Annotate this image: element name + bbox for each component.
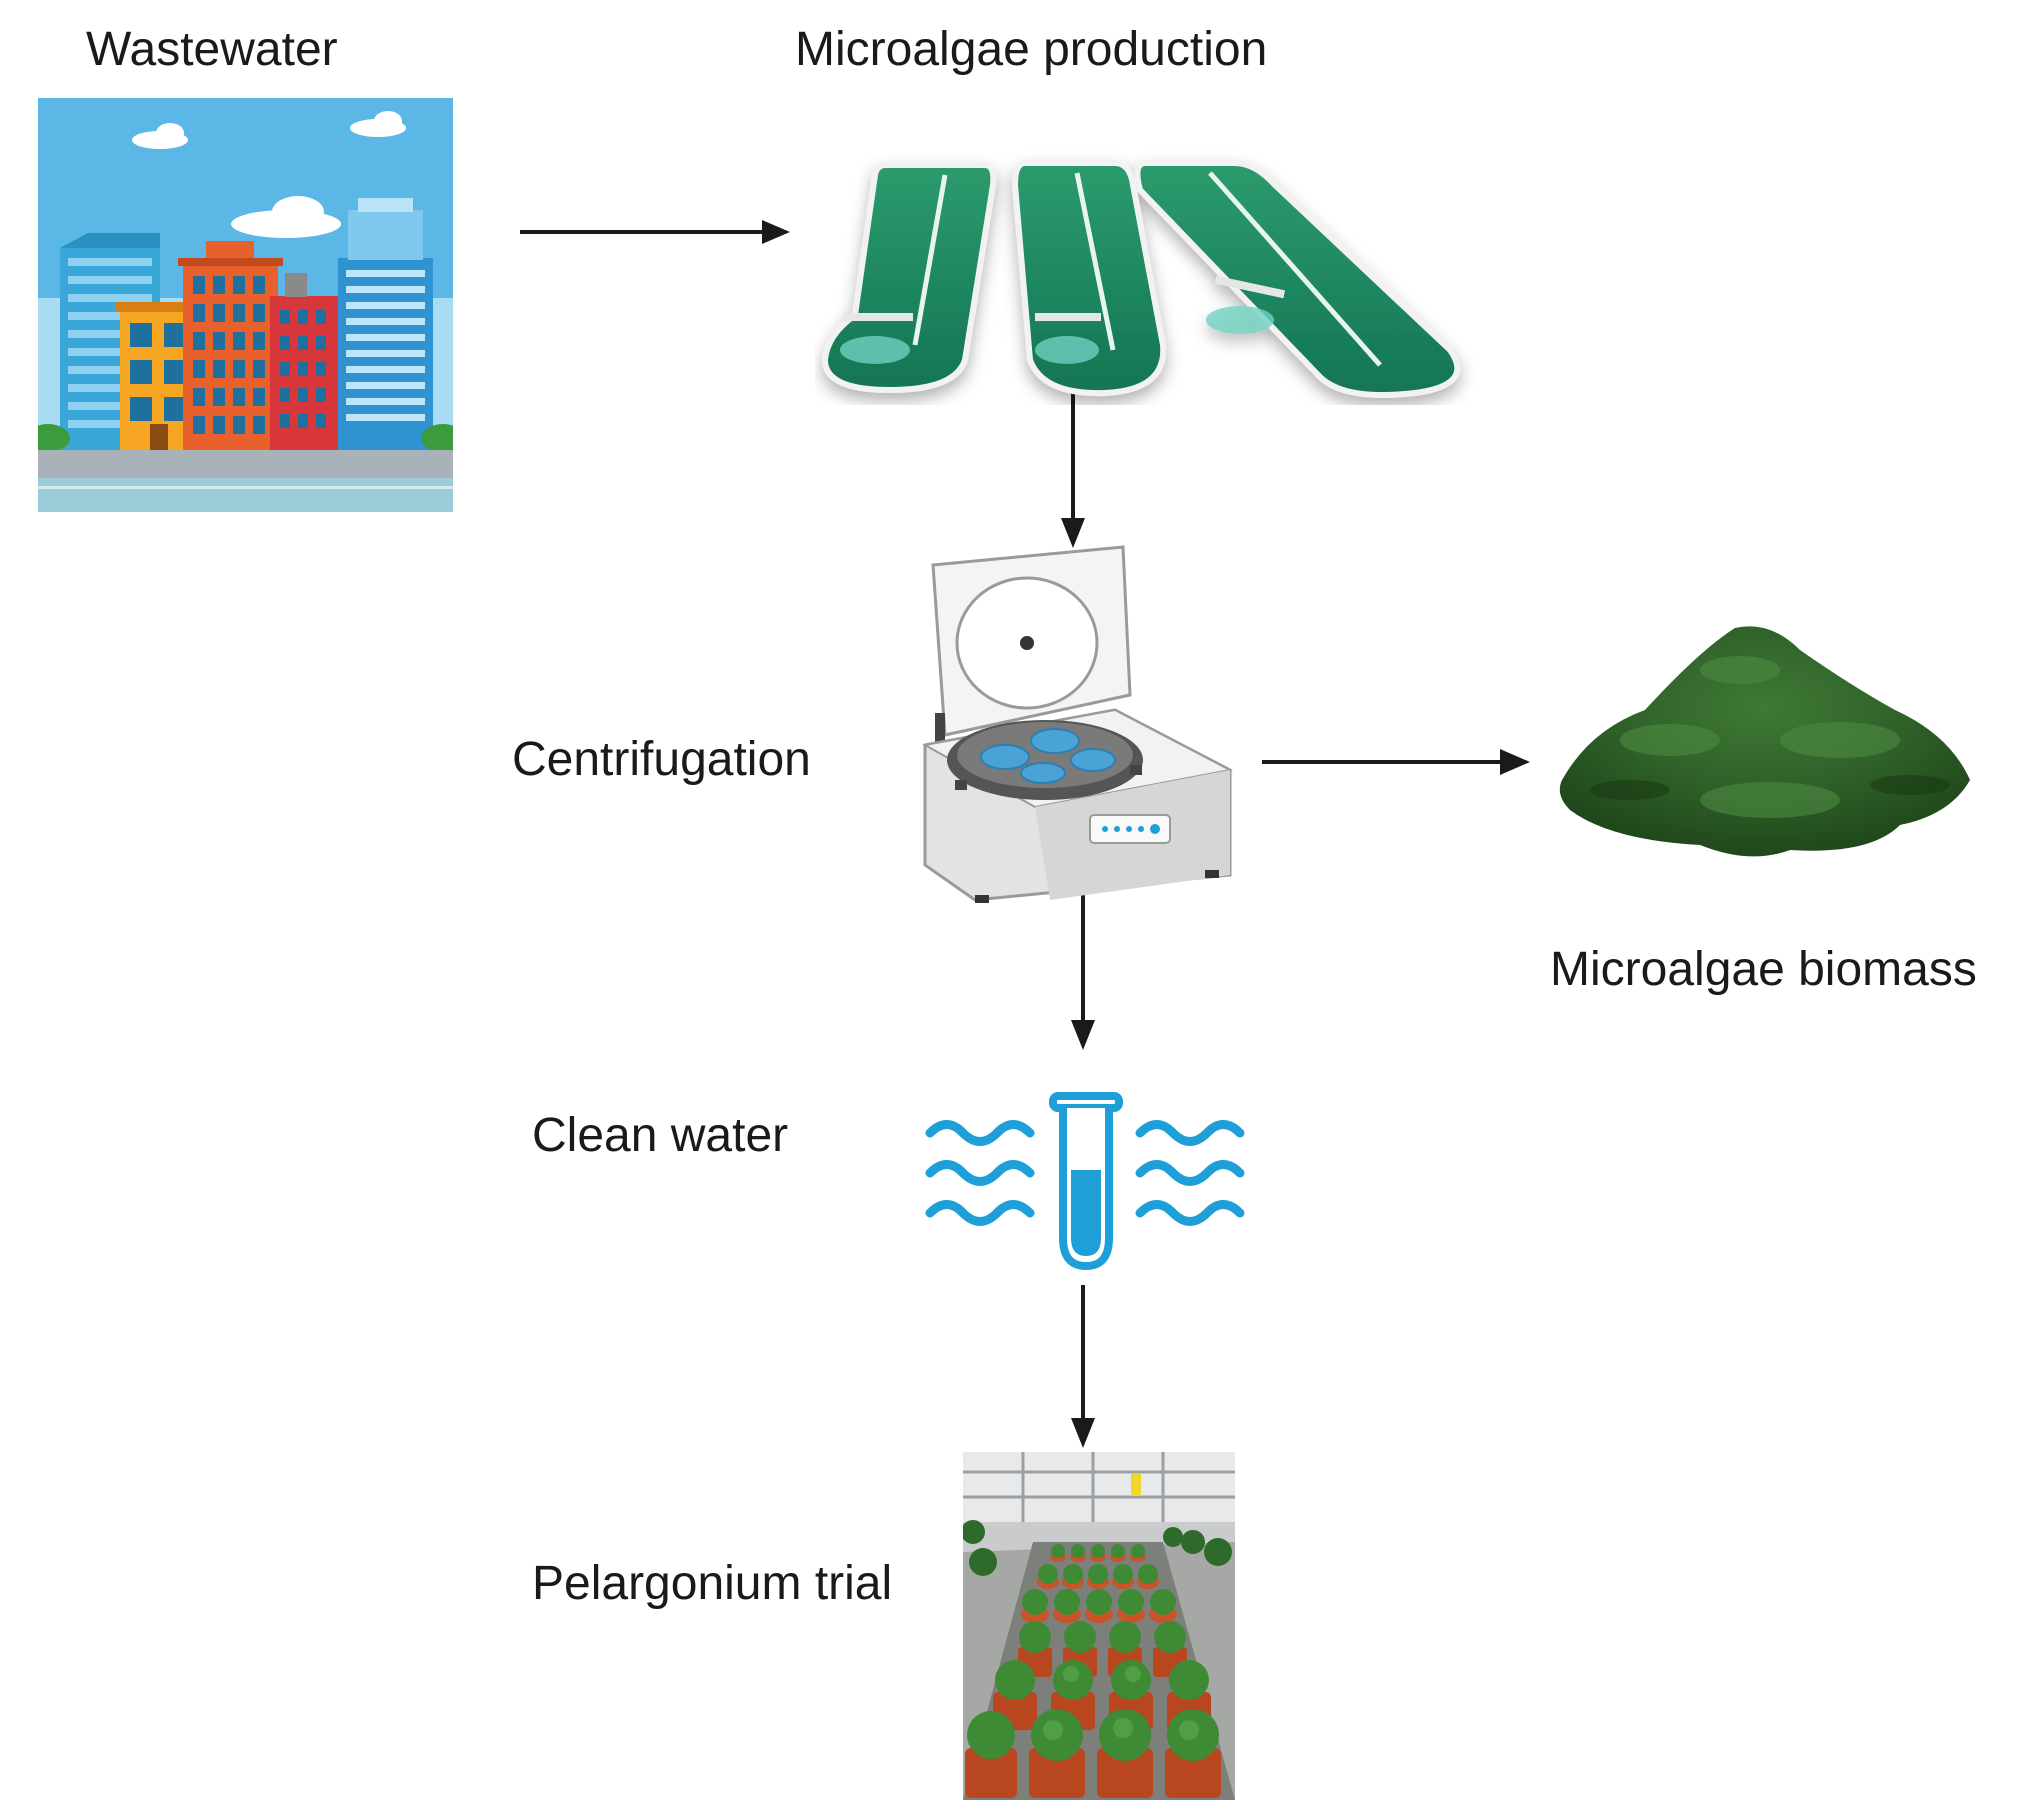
arrowhead-down-3 [1071,1418,1095,1448]
pot-rows [965,1544,1221,1798]
raceway-pond-icon [821,160,1461,398]
microalgae-production-label: Microalgae production [795,23,1268,76]
city-buildings-icon [38,98,453,512]
centrifuge-icon [922,545,1234,903]
clean-water-label: Clean water [532,1109,789,1162]
centrifugation-label: Centrifugation [512,733,811,786]
greenhouse-photo-icon [963,1452,1235,1800]
wastewater-label: Wastewater [86,23,338,76]
arrowhead-right-1 [762,220,790,244]
arrowhead-right-2 [1500,749,1530,775]
test-tube-water-icon [925,1092,1245,1271]
pelargonium-trial-label: Pelargonium trial [532,1557,893,1610]
powder-pile-icon [1559,626,1970,857]
arrowhead-down-1 [1061,518,1085,548]
arrowhead-down-2 [1071,1020,1095,1050]
microalgae-biomass-label: Microalgae biomass [1550,943,1977,996]
